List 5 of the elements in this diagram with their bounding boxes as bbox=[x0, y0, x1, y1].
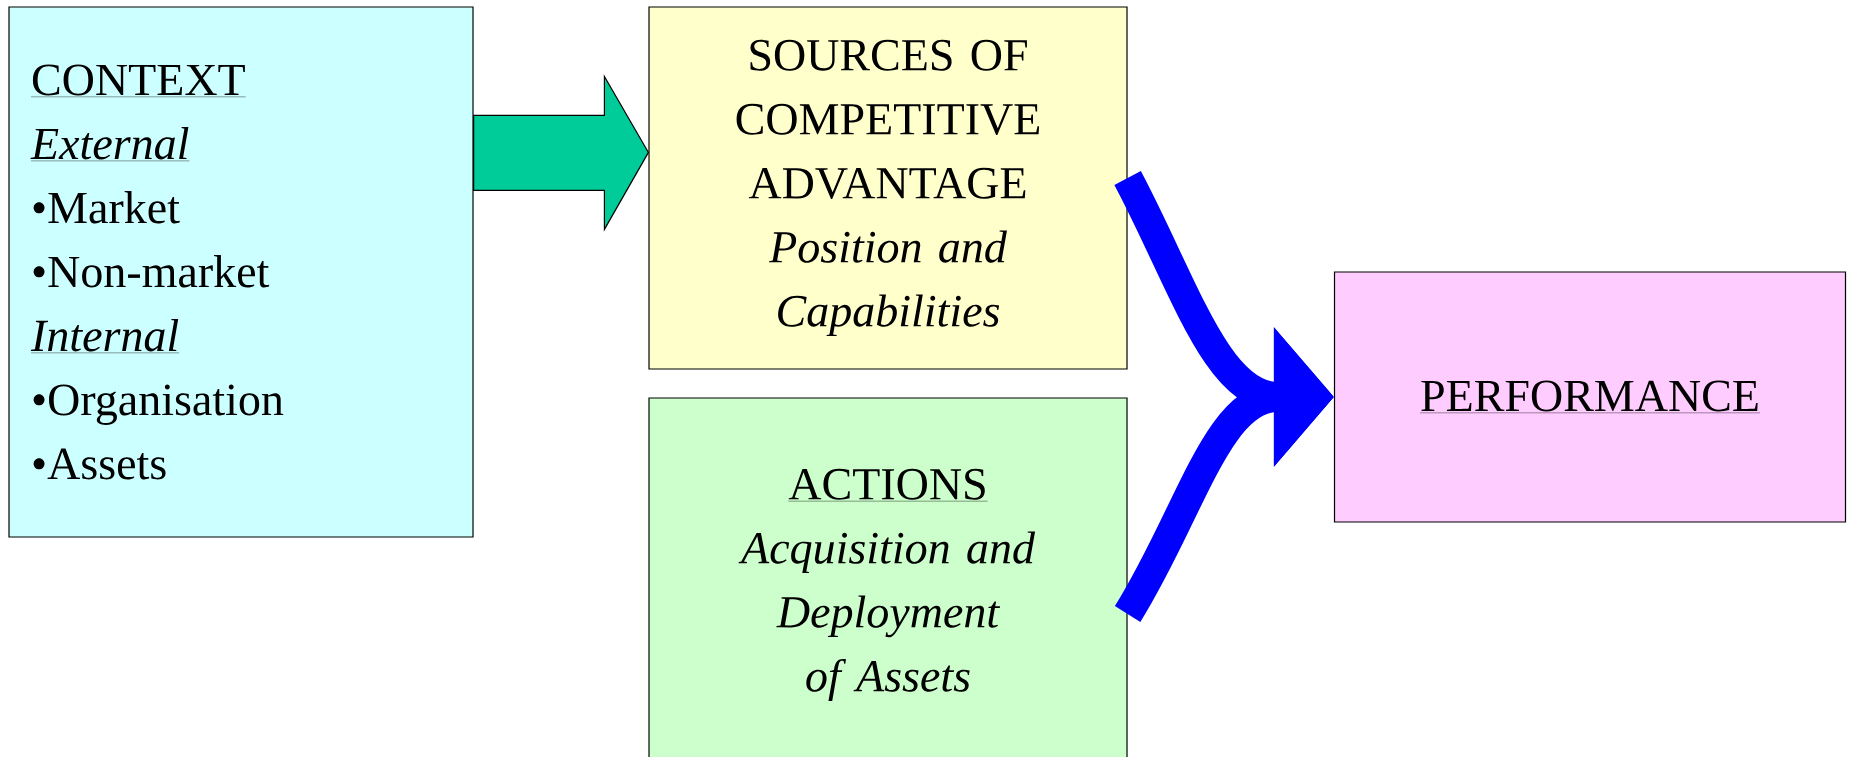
text-box: SOURCES OF COMPETITIVE ADVANTAGE Position and Capabilities bbox=[648, 6, 1128, 370]
text-box: PERFORMANCE bbox=[1333, 271, 1847, 523]
text-box: CONTEXT External •Market •Non-market Internal •Organisation •Assets bbox=[8, 6, 474, 538]
text-box: ACTIONS Acquisition and Deployment of Assets bbox=[648, 397, 1128, 757]
block-arrow bbox=[473, 74, 650, 232]
